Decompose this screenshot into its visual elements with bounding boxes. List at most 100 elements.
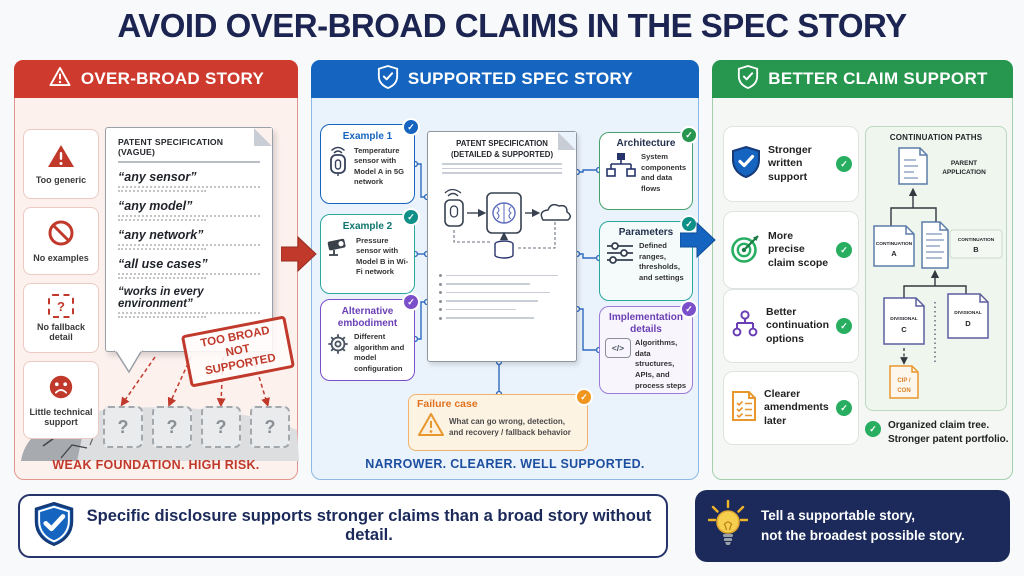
- blue-shield-check-icon: [730, 145, 762, 184]
- branch-nodes-icon: [730, 309, 760, 344]
- detailed-spec-document: PATENT SPECIFICATION (DETAILED & SUPPORT…: [427, 131, 577, 362]
- failure-case-card: ✓ Failure case What can go wrong, detect…: [408, 388, 593, 451]
- parent-label: PARENT: [951, 160, 977, 167]
- issue-label: Little technical support: [29, 407, 93, 427]
- check-badge: ✓: [402, 208, 420, 226]
- sad-face-icon: [47, 373, 75, 403]
- benefit-label: Better continuation options: [766, 306, 829, 345]
- tip-line1: Tell a supportable story,: [761, 508, 916, 524]
- benefit-continuation-options: Better continuation options ✓: [723, 289, 859, 363]
- ruled-line: [118, 310, 260, 314]
- takeaway-text: Specific disclosure supports stronger cl…: [86, 507, 652, 544]
- ruled-line: [442, 172, 562, 174]
- issue-card-too-generic: Too generic: [23, 129, 99, 199]
- alternative-text: Different algorithm and model configurat…: [354, 332, 405, 373]
- example1-title: Example 1: [342, 131, 393, 142]
- continuation-b-letter: B: [973, 245, 979, 254]
- divider: [118, 161, 260, 163]
- ruled-line: [118, 242, 260, 246]
- benefit-stronger-support: Stronger written support ✓: [723, 126, 859, 202]
- ruled-line: [118, 271, 260, 275]
- takeaway-banner: Specific disclosure supports stronger cl…: [18, 494, 668, 558]
- issue-card-no-examples: No examples: [23, 207, 99, 275]
- panel2-header: SUPPORTED SPEC STORY: [311, 60, 699, 98]
- alternative-title: Alternative embodiment: [337, 306, 398, 329]
- example2-text: Pressure sensor with Model B in Wi-Fi ne…: [356, 235, 409, 277]
- speech-tail: [114, 350, 143, 374]
- panel1-header-label: OVER-BROAD STORY: [80, 69, 265, 88]
- unsupported-claim-box: ?: [250, 406, 290, 448]
- question-box-icon: ?: [48, 294, 74, 318]
- blue-flow-arrow: [680, 221, 716, 259]
- parent-label: APPLICATION: [942, 169, 986, 176]
- architecture-icon: [605, 152, 637, 183]
- parameters-text: Defined ranges, thresholds, and settings: [639, 241, 684, 282]
- check-badge: ✓: [680, 126, 698, 144]
- gear-icon: [326, 332, 350, 361]
- issue-card-no-fallback: ? No fallback detail: [23, 283, 99, 353]
- red-flow-arrow: [281, 235, 317, 273]
- warning-triangle-icon: [48, 66, 72, 92]
- no-entry-icon: [47, 219, 75, 249]
- shield-check-icon: [737, 64, 759, 94]
- issue-label: Too generic: [35, 175, 87, 185]
- unsupported-claim-box: ?: [201, 406, 241, 448]
- failure-case-text: What can go wrong, detection, and recove…: [449, 416, 571, 437]
- document-title: PATENT SPECIFICATION (VAGUE): [118, 137, 224, 157]
- ruled-line: [442, 167, 562, 170]
- checklist-document-icon: [730, 390, 758, 427]
- check-badge: ✓: [836, 242, 852, 258]
- panel3-footer-line2: Stronger patent portfolio.: [888, 433, 1009, 445]
- target-icon: [730, 232, 762, 269]
- panel-supported-spec-story: SUPPORTED SPEC STORY: [311, 60, 699, 480]
- continuation-tree-diagram: PARENT APPLICATION CONTINUATION A CONTIN…: [873, 147, 1003, 399]
- unsupported-claim-box: ?: [103, 406, 143, 448]
- benefit-label: Stronger written support: [768, 144, 812, 183]
- benefit-label: Clearer amendments later: [764, 388, 829, 427]
- tree-title: CONTINUATION PATHS: [889, 133, 983, 142]
- divisional-d-letter: D: [965, 319, 971, 328]
- continuation-a-letter: A: [891, 249, 897, 258]
- page-title: AVOID OVER-BROAD CLAIMS IN THE SPEC STOR…: [117, 7, 907, 44]
- system-diagram: [444, 188, 571, 259]
- panel2-footer: NARROWER. CLEARER. WELL SUPPORTED.: [365, 457, 645, 471]
- architecture-title: Architecture: [616, 138, 676, 149]
- page-fold: [254, 128, 272, 146]
- panel1-footer: WEAK FOUNDATION. HIGH RISK.: [52, 458, 260, 472]
- panel3-header-label: BETTER CLAIM SUPPORT: [768, 69, 988, 88]
- ruled-line: [118, 314, 207, 318]
- check-badge: ✓: [865, 421, 881, 437]
- tip-line2: not the broadest possible story.: [761, 528, 965, 543]
- check-badge: ✓: [575, 388, 593, 406]
- shield-check-icon: [377, 64, 399, 94]
- ruled-line: [118, 184, 260, 188]
- parameters-card: ✓ Parameters Defined ranges, thresholds,…: [599, 215, 698, 301]
- implementation-title: Implementation details: [609, 312, 683, 335]
- issue-card-little-support: Little technical support: [23, 361, 99, 439]
- continuation-paths-box: CONTINUATION PATHS PARENT APPLICATION: [865, 126, 1007, 411]
- benefit-clearer-amendments: Clearer amendments later ✓: [723, 371, 859, 445]
- vague-spec-document: PATENT SPECIFICATION (VAGUE) “any sensor…: [105, 127, 273, 352]
- panel1-header: OVER-BROAD STORY: [14, 60, 298, 98]
- cip-label: CIP /: [897, 378, 911, 384]
- alert-triangle-icon: [46, 143, 76, 171]
- sensor-icon: [326, 146, 350, 181]
- parameters-title: Parameters: [618, 227, 674, 238]
- benefit-label: More precise claim scope: [768, 230, 829, 269]
- ruled-line: [118, 275, 207, 279]
- check-badge: ✓: [402, 118, 420, 136]
- lightbulb-icon: [705, 498, 751, 555]
- check-badge: ✓: [402, 293, 420, 311]
- example1-card: ✓ Example 1 Temperature sensor with Mode…: [320, 118, 420, 204]
- check-badge: ✓: [836, 156, 852, 172]
- benefit-precise-scope: More precise claim scope ✓: [723, 211, 859, 289]
- panel3-footer: ✓ Organized claim tree. Stronger patent …: [865, 419, 1009, 446]
- panel-better-claim-support: BETTER CLAIM SUPPORT Stronger written su…: [712, 60, 1013, 480]
- panel2-header-label: SUPPORTED SPEC STORY: [407, 69, 634, 88]
- vague-quote: “any network”: [118, 227, 204, 242]
- cip-label: CON: [897, 388, 910, 394]
- divisional-c-label: DIVISIONAL: [890, 316, 918, 322]
- tip-banner: Tell a supportable story, not the broade…: [695, 490, 1010, 562]
- implementation-card: ✓ Implementation details </> Algorithms,…: [599, 300, 698, 394]
